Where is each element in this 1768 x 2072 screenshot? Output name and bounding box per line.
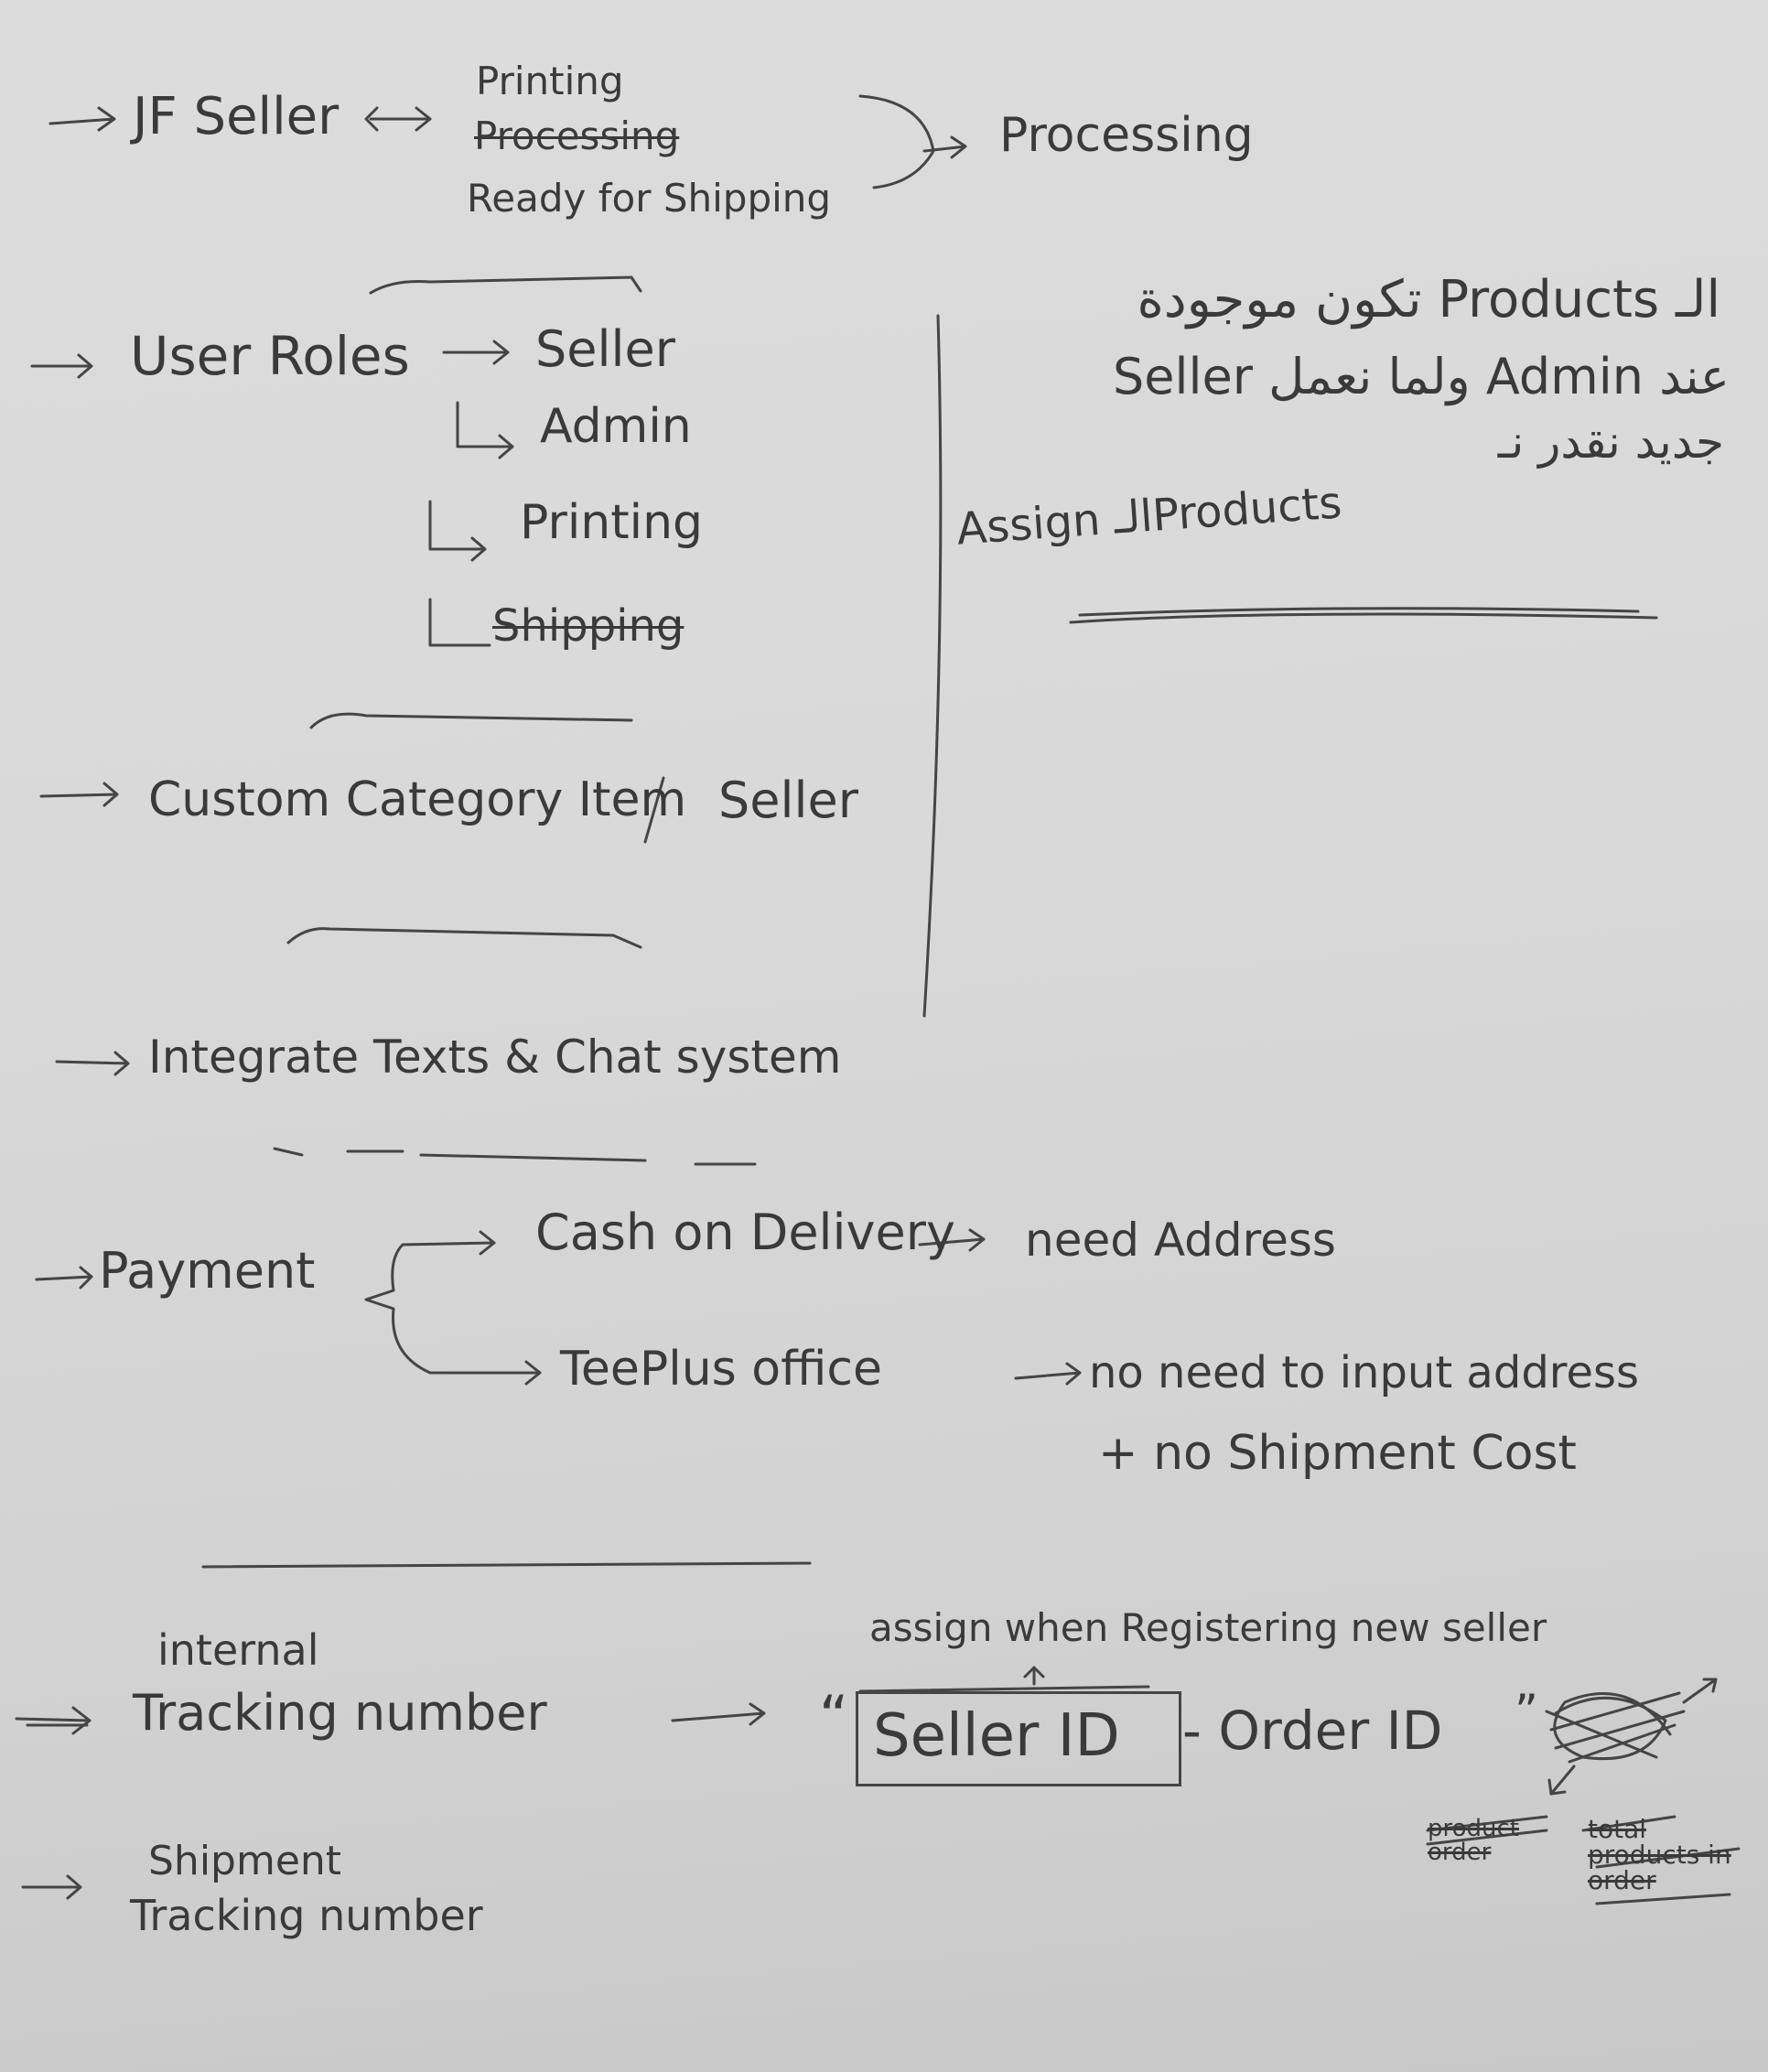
user-roles-title: User Roles	[130, 325, 410, 387]
arrow-shipment	[21, 1874, 82, 1900]
role-admin: Admin	[540, 399, 692, 454]
crossed-note-total-products: total products in order	[1588, 1814, 1731, 1895]
payment-need-address: need Address	[1025, 1214, 1336, 1267]
arrow-teeplus	[1014, 1362, 1082, 1386]
arrow-payment	[35, 1266, 93, 1290]
cross-note-2	[1581, 1815, 1741, 1905]
tracking-open-quote: “	[819, 1683, 849, 1750]
role-printing: Printing	[520, 495, 704, 550]
note-underline	[1069, 607, 1658, 624]
payment-cash-on-delivery: Cash on Delivery	[535, 1203, 955, 1261]
role-shipping-crossed: Shipping	[492, 600, 685, 652]
shipment-line-1: Shipment	[148, 1838, 342, 1884]
shipment-line-2: Tracking number	[130, 1891, 483, 1940]
payment-no-shipment-cost: + no Shipment Cost	[1098, 1426, 1577, 1481]
arrow-seller	[442, 340, 510, 365]
separator-2	[309, 712, 633, 729]
scribble-arrow-down	[1547, 1764, 1576, 1796]
crossed-note-product-order: product order	[1428, 1815, 1520, 1866]
role-seller: Seller	[535, 320, 675, 378]
status-printing: Printing	[476, 59, 624, 103]
payment-title: Payment	[99, 1242, 316, 1300]
tracking-close-quote: ”	[1515, 1685, 1538, 1738]
brace-payment-top-arrow	[479, 1230, 496, 1256]
tracking-assign-note: assign when Registering new seller	[869, 1605, 1547, 1650]
tracking-title: Tracking number	[133, 1684, 547, 1742]
vertical-divider	[922, 314, 943, 1018]
arrow-integrate	[55, 1051, 130, 1076]
brace-payment-bottom-arrow	[524, 1360, 542, 1386]
integrate-texts-chat: Integrate Texts & Chat system	[148, 1031, 842, 1084]
tracking-seller-id: Seller ID	[873, 1702, 1120, 1770]
tracking-internal-label: internal	[157, 1625, 319, 1675]
jf-seller-title: JF Seller	[133, 87, 340, 146]
status-ready-for-shipping: Ready for Shipping	[467, 176, 832, 221]
arrow-assign-up	[1023, 1666, 1045, 1686]
arrow-seller-id	[671, 1702, 766, 1726]
arrow-tracking	[15, 1706, 92, 1735]
arrow-shipping	[428, 598, 491, 647]
separator-3	[286, 927, 642, 949]
note-line-1: الـ Products تكون موجودة	[1137, 270, 1720, 329]
payment-teeplus-office: TeePlus office	[560, 1342, 882, 1397]
separator-4	[273, 1147, 757, 1166]
tracking-order-id: - Order ID	[1182, 1700, 1443, 1762]
payment-no-need-address: no need to input address	[1089, 1347, 1640, 1398]
assign-underline	[858, 1685, 1150, 1693]
double-arrow-jf	[364, 106, 432, 132]
separator-5	[201, 1561, 812, 1569]
separator-1	[369, 275, 642, 295]
status-processing-crossed: Processing	[474, 113, 680, 158]
slash-custom	[643, 776, 665, 844]
scribble	[1545, 1691, 1686, 1764]
brace-payment	[364, 1241, 542, 1375]
arrow-admin	[456, 401, 514, 459]
seller-id-box: Seller ID	[856, 1691, 1181, 1786]
note-line-2: عند Admin ولما نعمل Seller	[1113, 348, 1730, 405]
brace-processing	[858, 94, 935, 189]
arrow-roles	[30, 353, 93, 379]
arrow-custom	[39, 782, 119, 807]
custom-category-seller: Seller	[718, 772, 858, 829]
arrow-printing	[428, 500, 487, 562]
note-line-3: جديد نقدر نـ	[1497, 415, 1724, 469]
arrow-jf	[49, 106, 116, 132]
arrow-processing	[922, 135, 967, 159]
arrow-cod	[918, 1228, 986, 1252]
cross-note-1	[1426, 1815, 1548, 1846]
custom-category-item: Custom Category Item	[148, 772, 687, 827]
jf-result-processing: Processing	[999, 108, 1254, 163]
scribble-arrow-up	[1682, 1678, 1718, 1704]
